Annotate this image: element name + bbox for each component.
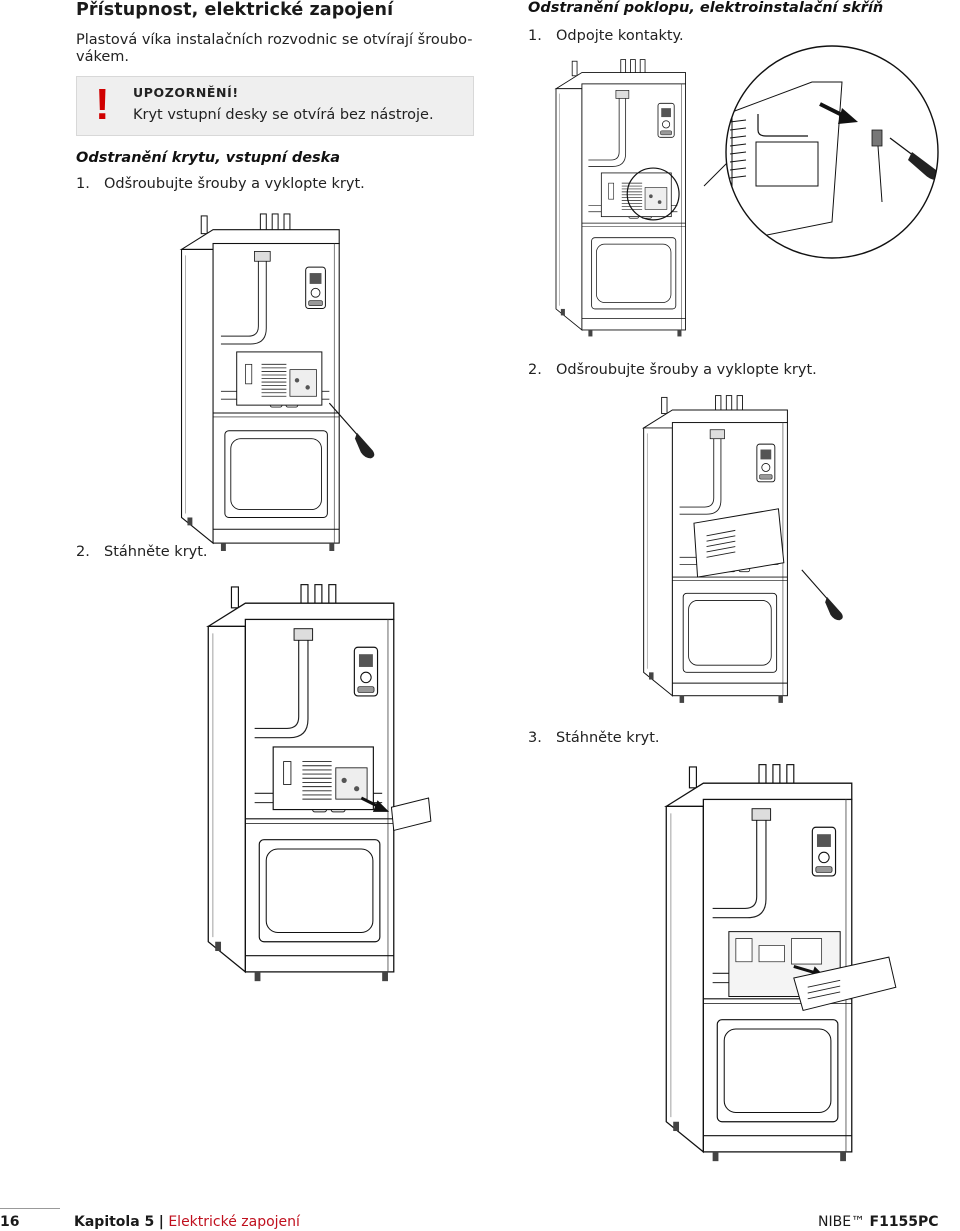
page-number: 16: [0, 1214, 20, 1230]
page-footer: 16 Kapitola 5 | Elektrické zapojení NIBE…: [0, 1214, 960, 1231]
right-step-1: 1. Odpojte kontakty.: [528, 28, 684, 44]
product-model: F1155PC: [869, 1214, 939, 1230]
warning-title: UPOZORNĚNÍ!: [133, 85, 239, 100]
chapter-number: Kapitola 5: [74, 1214, 155, 1230]
screwdriver-icon: [801, 569, 844, 621]
step-text: Stáhněte kryt.: [556, 730, 660, 746]
chapter-name: Elektrické zapojení: [168, 1214, 300, 1230]
step-number: 3.: [528, 730, 542, 746]
step-text: Odšroubujte šrouby a vyklopte kryt.: [556, 362, 817, 378]
illustration-input-cover-remove: [207, 584, 460, 982]
right-step-2: 2. Odšroubujte šrouby a vyklopte kryt.: [528, 362, 817, 378]
product-brand: NIBE™: [818, 1214, 866, 1230]
step-text: Odpojte kontakty.: [556, 28, 684, 44]
intro-line-1: Plastová víka instalačních rozvodnic se …: [76, 32, 473, 48]
step-text: Stáhněte kryt.: [104, 544, 208, 560]
step-number: 1.: [528, 28, 542, 44]
screwdriver-icon: [890, 138, 938, 180]
illustration-electrical-cover-remove: [665, 764, 928, 1162]
intro-line-2: vákem.: [76, 49, 130, 65]
illustration-electrical-cover-unscrew: [643, 395, 844, 704]
step-number: 2.: [76, 544, 90, 560]
illustration-input-cover-unscrew: [180, 213, 375, 552]
chapter-separator: |: [158, 1214, 164, 1230]
step-number: 1.: [76, 176, 90, 192]
right-step-3: 3. Stáhněte kryt.: [528, 730, 660, 746]
step-number: 2.: [528, 362, 542, 378]
illustration-disconnect-contacts: [555, 59, 686, 337]
left-step-2: 2. Stáhněte kryt.: [76, 544, 208, 560]
product-name: NIBE™ F1155PC: [818, 1214, 939, 1230]
left-step-1: 1. Odšroubujte šrouby a vyklopte kryt.: [76, 176, 365, 192]
section-title: Přístupnost, elektrické zapojení: [76, 0, 394, 20]
right-heading: Odstranění poklopu, elektroinstalační sk…: [528, 0, 884, 16]
left-heading: Odstranění krytu, vstupní deska: [76, 150, 341, 166]
footer-rule: [0, 1208, 60, 1209]
warning-box: ! UPOZORNĚNÍ! Kryt vstupní desky se otví…: [76, 76, 474, 136]
step-text: Odšroubujte šrouby a vyklopte kryt.: [104, 176, 365, 192]
arrow-icon: [820, 104, 858, 124]
arrow-icon: [361, 798, 390, 812]
intro-paragraph: Plastová víka instalačních rozvodnic se …: [76, 32, 486, 66]
chapter-label: Kapitola 5 | Elektrické zapojení: [74, 1214, 300, 1230]
detail-circle-contacts: [722, 42, 942, 262]
warning-text: Kryt vstupní desky se otvírá bez nástroj…: [133, 107, 434, 123]
exclamation-warning-icon: !: [95, 80, 110, 129]
